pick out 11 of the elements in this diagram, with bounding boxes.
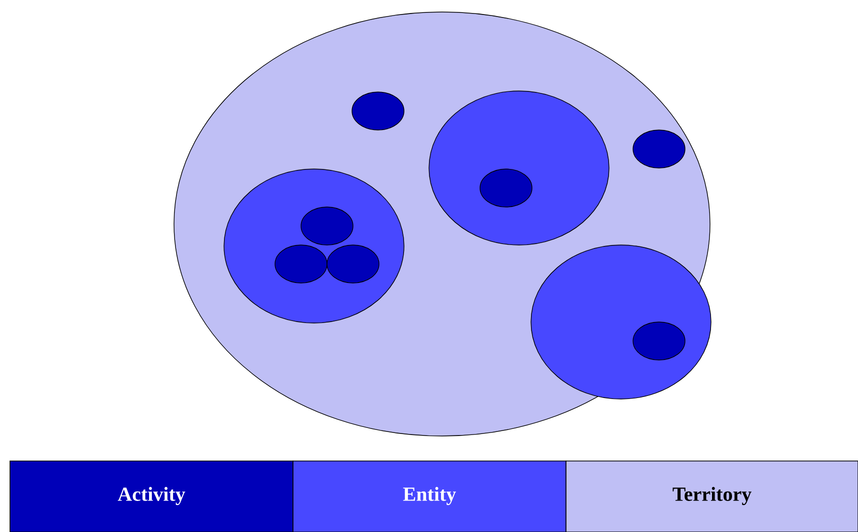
activity-ellipse [326,244,380,284]
activity-ellipse [632,322,686,360]
legend-cell: Activity [10,460,294,532]
legend-cell: Entity [292,460,566,532]
legend-cell: Territory [566,460,858,532]
activity-ellipse [632,130,686,168]
activity-ellipse [274,244,328,284]
activity-ellipse [352,92,404,130]
entity-circle [428,90,610,246]
activity-ellipse [480,168,532,208]
activity-ellipse [300,206,354,246]
